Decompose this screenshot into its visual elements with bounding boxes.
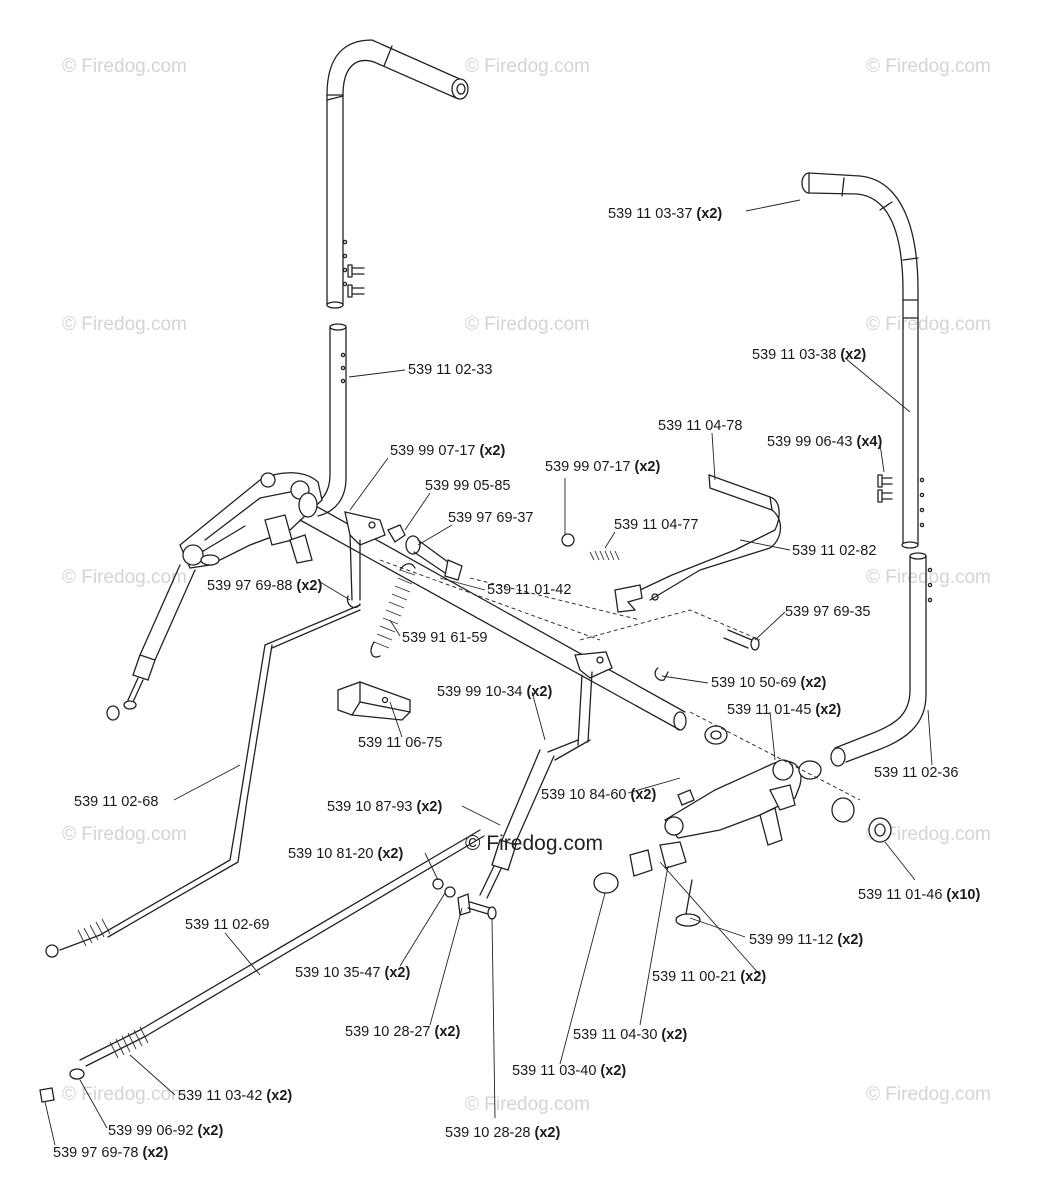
part-label: 539 99 11-12 (x2) [749, 932, 863, 948]
part-label: 539 11 01-42 [487, 582, 571, 598]
part-label: 539 10 28-28 (x2) [445, 1125, 560, 1141]
part-label: 539 11 02-82 [792, 543, 876, 559]
part-label: 539 11 02-68 [74, 794, 158, 810]
main-shaft [298, 492, 687, 731]
clip [654, 667, 669, 681]
right-bushings [593, 841, 701, 927]
part-label: 539 10 35-47 (x2) [295, 965, 410, 981]
part-label: 539 97 69-35 [785, 604, 870, 620]
part-label: 539 99 07-17 (x2) [545, 459, 660, 475]
watermark: © Firedog.com [465, 56, 590, 77]
nut-bolt-set [387, 524, 463, 581]
part-label: 539 97 69-78 (x2) [53, 1145, 168, 1161]
part-label: 539 11 04-30 (x2) [573, 1027, 687, 1043]
part-label: 539 11 04-77 [614, 517, 698, 533]
linkage-rod-a [45, 604, 361, 958]
part-label: 539 99 07-17 (x2) [390, 443, 505, 459]
part-label: 539 99 06-43 (x4) [767, 434, 882, 450]
part-label: 539 10 87-93 (x2) [327, 799, 442, 815]
part-label: 539 11 01-45 (x2) [727, 702, 841, 718]
watermark: © Firedog.com [62, 1084, 187, 1105]
right-handle-grip [801, 172, 919, 319]
left-control-bracket [179, 472, 323, 569]
pin-bolt [723, 629, 760, 651]
part-label: 539 11 03-37 (x2) [608, 206, 722, 222]
part-label: 539 10 28-27 (x2) [345, 1024, 460, 1040]
linkage-rod-b [39, 829, 485, 1103]
left-arm-lever [346, 534, 361, 609]
right-handle-lower-tube [830, 552, 933, 767]
watermark: © Firedog.com [866, 824, 991, 845]
part-label: 539 97 69-88 (x2) [207, 578, 322, 594]
part-label: 539 10 84-60 (x2) [541, 787, 656, 803]
center-bolt [677, 789, 695, 806]
rear-damper [479, 749, 555, 899]
center-arm-lever [547, 671, 593, 761]
part-label: 539 10 81-20 (x2) [288, 846, 403, 862]
left-handle-grip [326, 39, 469, 309]
part-label: 539 97 69-37 [448, 510, 533, 526]
part-label: 539 11 02-36 [874, 765, 958, 781]
watermark: © Firedog.com [62, 567, 187, 588]
watermark: © Firedog.com [866, 56, 991, 77]
left-handle-lower-tube [304, 323, 347, 517]
right-lever-pedal [614, 474, 782, 613]
assembly-lines [379, 559, 861, 801]
spring-bracket [337, 681, 411, 721]
part-label: 539 91 61-59 [402, 630, 487, 646]
part-label: 539 11 04-78 [658, 418, 742, 434]
left-damper [106, 564, 196, 721]
right-handle-mid-tube [901, 317, 925, 549]
watermark: © Firedog.com [62, 314, 187, 335]
part-label: 539 11 01-46 (x10) [858, 887, 980, 903]
center-watermark: © Firedog.com [465, 832, 603, 855]
watermark: © Firedog.com [62, 824, 187, 845]
left-handle-bolts [347, 264, 365, 298]
part-label: 539 99 10-34 (x2) [437, 684, 552, 700]
right-handle-bolts [877, 474, 893, 503]
watermark: © Firedog.com [866, 567, 991, 588]
small-nut-spring [561, 533, 620, 561]
part-label: 539 99 06-92 (x2) [108, 1123, 223, 1139]
right-control-bracket [664, 725, 892, 846]
part-label: 539 11 02-69 [185, 917, 269, 933]
part-labels: 539 11 03-37 (x2) 539 11 02-33 539 11 03… [53, 206, 980, 1161]
watermark: © Firedog.com [465, 1094, 590, 1115]
watermark: © Firedog.com [62, 56, 187, 77]
watermark-layer: © Firedog.com © Firedog.com © Firedog.co… [62, 56, 991, 1115]
part-label: 539 11 02-33 [408, 362, 492, 378]
part-label: 539 11 00-21 (x2) [652, 969, 766, 985]
watermark: © Firedog.com [465, 314, 590, 335]
part-label: 539 11 03-38 (x2) [752, 347, 866, 363]
small-hardware [432, 878, 497, 920]
part-label: 539 99 05-85 [425, 478, 510, 494]
part-label: 539 11 06-75 [358, 735, 442, 751]
watermark: © Firedog.com [866, 1084, 991, 1105]
part-label: 539 11 03-42 (x2) [178, 1088, 292, 1104]
part-label: 539 11 03-40 (x2) [512, 1063, 626, 1079]
watermark: © Firedog.com [866, 314, 991, 335]
part-label: 539 10 50-69 (x2) [711, 675, 826, 691]
leader-lines [44, 199, 933, 1146]
